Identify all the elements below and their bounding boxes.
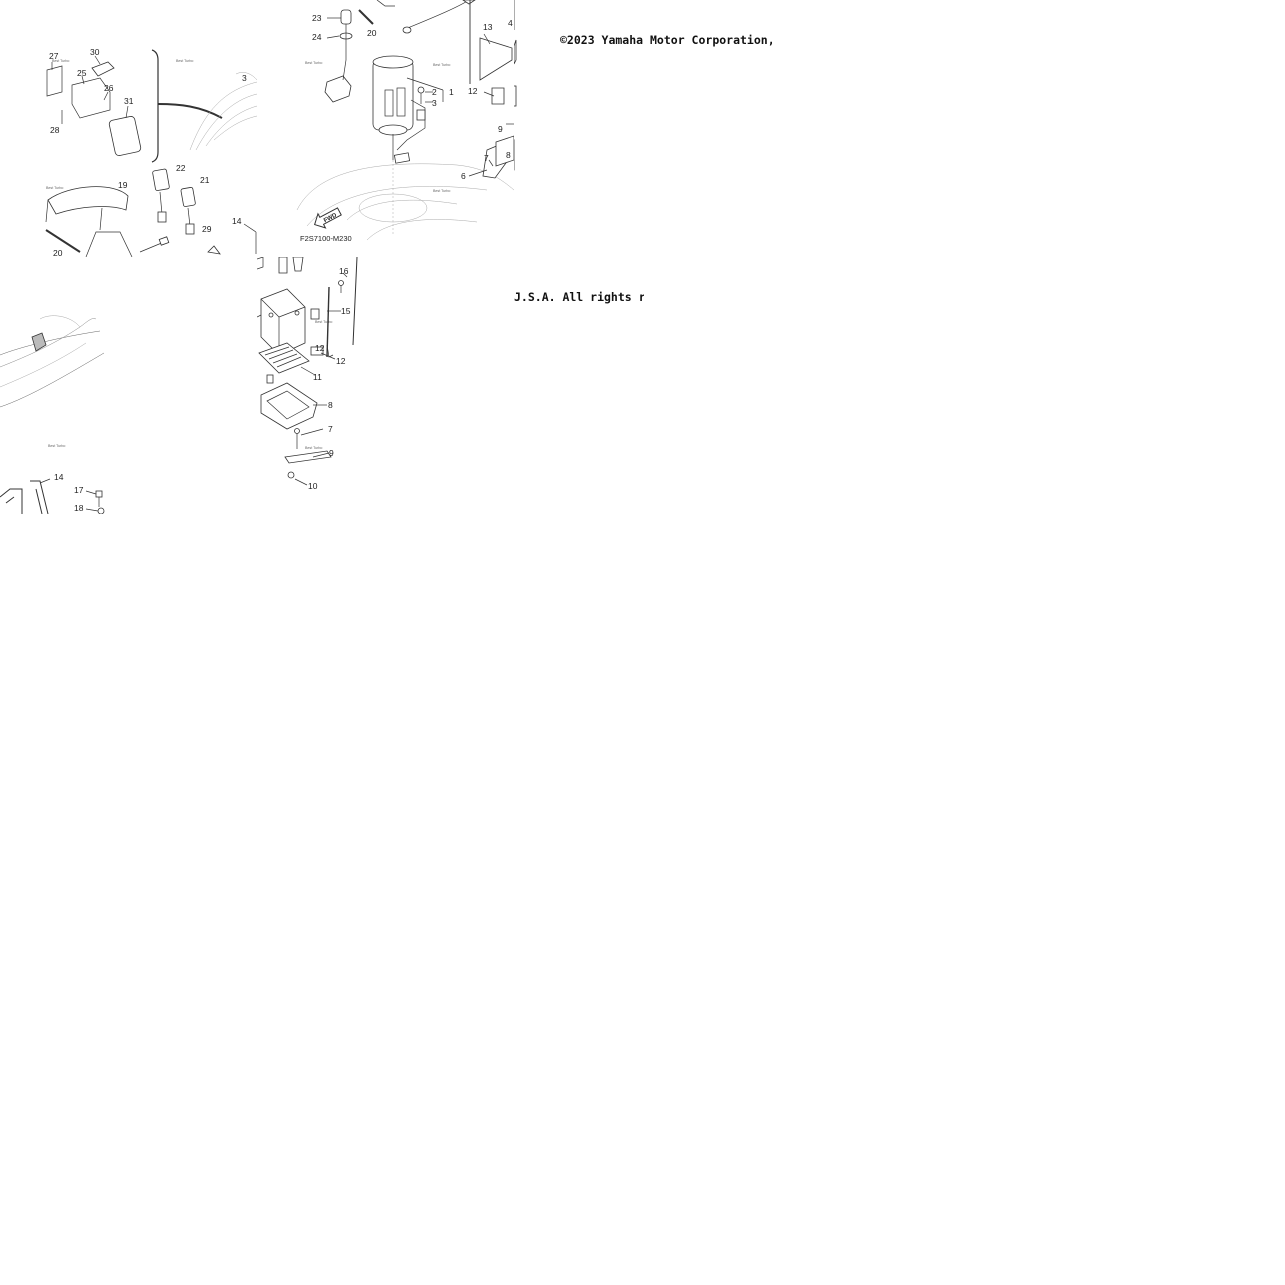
parts-diagram-right-fragment: 4 13 12 9 8 <box>468 0 514 167</box>
callout: 23 <box>312 13 322 23</box>
diagram-code: F2S7100-M230 <box>300 234 352 243</box>
bracket-plate <box>46 65 63 97</box>
callout: 25 <box>77 68 87 78</box>
diagram-tile-top-right: 4 <box>514 0 771 257</box>
diagram-tile-bottom-left: Best Turbo 14 17 18 <box>0 257 257 514</box>
callout: 6 <box>461 171 466 181</box>
watermark: Best Turbo <box>52 59 69 63</box>
callout: 10 <box>308 481 318 491</box>
callout: 24 <box>312 32 322 42</box>
battery-mat <box>258 342 310 374</box>
parts-diagram-fuel-pump: Best Turbo Best Turbo Best Turbo <box>296 0 514 243</box>
callout: 20 <box>53 248 63 257</box>
watermark: Best Turbo <box>305 446 322 450</box>
callout: 28 <box>50 125 60 135</box>
parts-diagram-electrical-box: Best Turbo Best Turbo Best Turbo <box>45 47 257 257</box>
callout: 20 <box>367 28 377 38</box>
switch-21 <box>180 186 196 207</box>
callout: 3 <box>242 73 247 83</box>
callout: 7 <box>484 153 489 163</box>
parts-diagram-bracket: 4 <box>514 0 517 171</box>
part-14-stub: 14 <box>232 216 257 254</box>
callout: 26 <box>104 83 114 93</box>
callout: 31 <box>124 96 134 106</box>
callout: 8 <box>506 150 511 160</box>
callout: 8 <box>328 400 333 410</box>
callout: 4 <box>508 18 513 28</box>
watermark: Best Turbo <box>433 189 450 193</box>
control-unit <box>108 116 142 156</box>
callout: 1 <box>449 87 454 97</box>
copyright-line-2: J.S.A. All rights res <box>514 290 644 304</box>
parts-diagram-battery: Best Turbo Best Turbo <box>257 257 358 491</box>
callout: 27 <box>49 51 59 61</box>
callout: 12 <box>468 86 478 96</box>
diagram-tile-top-middle: Best Turbo Best Turbo Best Turbo <box>257 0 514 257</box>
battery <box>260 288 306 356</box>
parts-diagram-hull: Best Turbo 14 17 18 <box>0 315 105 514</box>
callout: 21 <box>200 175 210 185</box>
callout: 19 <box>118 180 128 190</box>
callout: 18 <box>74 503 84 513</box>
callout: 12 <box>336 356 346 366</box>
callout: 16 <box>339 266 349 276</box>
watermark: Best Turbo <box>433 63 450 67</box>
callout: 9 <box>498 124 503 134</box>
diagram-tile-bottom-middle: Best Turbo Best Turbo <box>257 257 514 514</box>
diagram-tile-top-left: Best Turbo Best Turbo Best Turbo <box>0 0 257 257</box>
callout: 30 <box>90 47 100 57</box>
callout: 17 <box>74 485 84 495</box>
switch-22 <box>152 168 170 191</box>
watermark: Best Turbo <box>305 61 322 65</box>
cover-part <box>91 61 115 77</box>
fwd-arrow: FWD <box>314 207 342 229</box>
callout: 29 <box>202 224 212 234</box>
callout: 12 <box>315 343 325 353</box>
watermark: Best Turbo <box>176 59 193 63</box>
callout: 3 <box>432 98 437 108</box>
copyright-line-1: ©2023 Yamaha Motor Corporation, L <box>560 33 772 47</box>
callout: 2 <box>432 87 437 97</box>
watermark: Best Turbo <box>48 444 65 448</box>
battery-box <box>260 382 318 430</box>
callout: 9 <box>329 448 334 458</box>
callout: 22 <box>176 163 186 173</box>
callout: 13 <box>483 22 493 32</box>
callout: 14 <box>232 216 242 226</box>
connector-bundle <box>324 75 352 103</box>
callout: 11 <box>313 372 322 382</box>
callout: 7 <box>328 424 333 434</box>
watermark: Best Turbo <box>46 186 63 190</box>
mounting-bracket <box>71 77 111 119</box>
watermark: Best Turbo <box>315 320 332 324</box>
callout: 14 <box>54 472 64 482</box>
callout: 15 <box>341 306 351 316</box>
meter-display <box>47 186 129 215</box>
